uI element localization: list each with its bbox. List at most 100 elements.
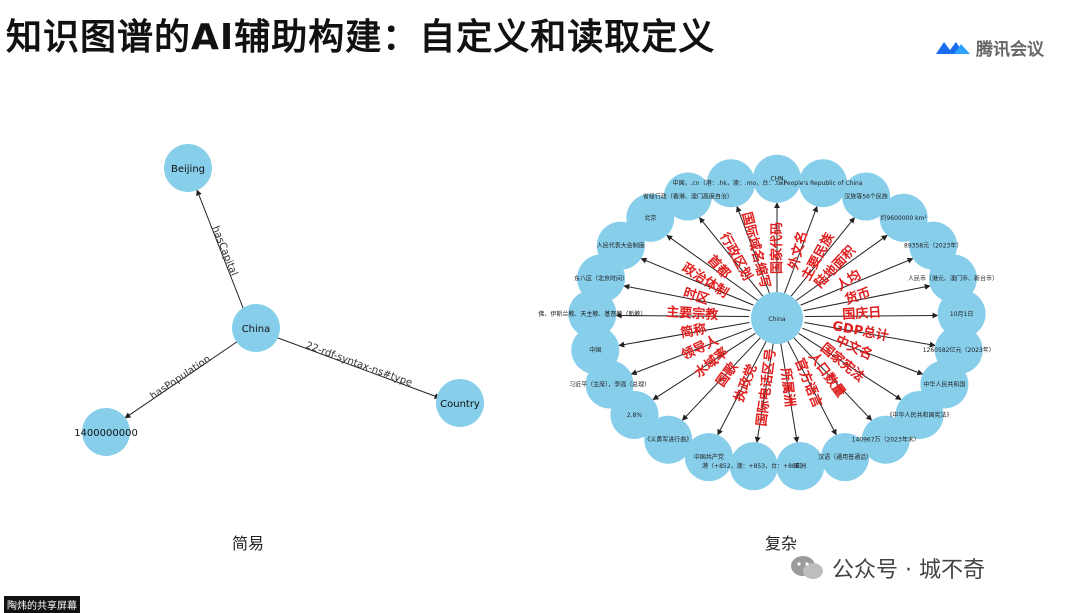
complex-edge <box>640 257 754 306</box>
complex-edge <box>754 341 774 443</box>
complex-edge <box>681 337 761 421</box>
complex-edge <box>630 327 752 376</box>
complex-node-label: 140967万（2023年末） <box>852 436 920 444</box>
complex-edge <box>666 234 759 301</box>
node-label-china: China <box>242 324 271 335</box>
complex-edge <box>795 234 888 301</box>
complex-node-label: 中华人民共和国 <box>923 380 965 388</box>
complex-node-label: 习近平（主席），李强（总理） <box>569 380 650 388</box>
complex-node-label: 1260582亿元（2023年） <box>923 346 995 354</box>
complex-node-label: 中国，.cn（港：.hk，澳：.mo，台：.tw） <box>673 179 790 187</box>
edge-china-population <box>124 334 248 419</box>
complex-edge <box>804 322 936 348</box>
complex-node-label: 人民代表大会制度 <box>597 242 645 250</box>
complex-node-label: 2.8% <box>627 412 643 419</box>
complex-node <box>937 289 986 338</box>
complex-node-label: 89358元（2023年） <box>904 242 962 250</box>
complex-edge <box>804 312 939 319</box>
complex-node-label: 人民币（港元、澳门币、新台币） <box>908 274 998 282</box>
logo-text: 腾讯会议 <box>976 40 1044 60</box>
complex-node <box>684 433 733 482</box>
edge-china-beijing <box>196 189 248 319</box>
complex-node-label: 港（+852，澳：+853，台：+886） <box>702 462 805 470</box>
complex-edge <box>798 332 902 401</box>
caption-complex: 复杂 <box>765 534 798 553</box>
complex-edge <box>717 340 768 436</box>
complex-node-label: 东八区（北京时间） <box>574 274 628 282</box>
edge-label-rdf-type: 22-rdf-syntax-ns#type <box>304 340 413 389</box>
complex-node-label: 《义勇军进行曲》 <box>644 436 692 444</box>
complex-edge-label: 国庆日 <box>842 304 882 322</box>
complex-edge <box>790 217 855 298</box>
complex-node-label: 中国 <box>589 346 601 354</box>
complex-node <box>821 433 870 482</box>
complex-node-label: 汉语（通用普通话） <box>818 453 872 461</box>
complex-edge <box>793 337 873 421</box>
complex-node-label: CHN <box>770 176 783 183</box>
simple-graph: hasCapital hasPopulation 22-rdf-syntax-n… <box>74 144 484 456</box>
complex-edge <box>800 257 914 306</box>
node-beijing <box>164 144 212 192</box>
edge-label-has-capital: hasCapital <box>209 225 239 278</box>
complex-node-label: 汉族等56个民族 <box>844 193 888 201</box>
node-population <box>82 408 130 456</box>
complex-edge-label: 简称 <box>679 321 708 342</box>
complex-edge <box>736 205 771 295</box>
complex-edge <box>786 340 837 436</box>
complex-node <box>663 172 712 221</box>
complex-edge-label: 国际电话区号 <box>754 348 780 427</box>
caption-simple: 简易 <box>232 534 265 553</box>
complex-node <box>706 159 755 208</box>
complex-node-label: People's Republic of China <box>784 180 863 187</box>
complex-edge <box>780 341 800 443</box>
complex-edge <box>802 327 924 376</box>
complex-center-label: China <box>768 316 785 323</box>
complex-node <box>729 442 778 491</box>
complex-node <box>571 326 620 375</box>
complex-node-label: 亚洲 <box>794 463 806 470</box>
complex-edge <box>615 312 750 319</box>
node-label-population: 1400000000 <box>74 428 138 439</box>
node-country <box>436 379 484 427</box>
tencent-meeting-icon <box>936 41 970 54</box>
complex-node <box>626 193 675 242</box>
node-china <box>232 304 280 352</box>
edge-label-has-population: hasPopulation <box>148 354 212 402</box>
complex-edge-label: 所属洲 <box>777 367 798 408</box>
complex-edge <box>783 205 818 295</box>
complex-center-node <box>751 292 803 344</box>
watermark-text: 公众号 · 城不奇 <box>832 558 985 583</box>
wechat-watermark: 公众号 · 城不奇 <box>790 552 985 584</box>
screen-share-label: 陶炜的共享屏幕 <box>4 596 80 613</box>
complex-node <box>842 172 891 221</box>
complex-edge-label: 货币 <box>843 285 873 308</box>
page-title: 知识图谱的AI辅助构建：自定义和读取定义 <box>6 17 716 58</box>
complex-node-label: 佛、伊斯兰教、天主教、基督教（新教） <box>538 310 646 318</box>
complex-node-label: 《中华人民共和国宪法》 <box>887 411 953 419</box>
complex-node <box>895 390 944 439</box>
complex-node-label: 约9600000 km² <box>880 214 927 222</box>
complex-node-label: 省级行政（香港、澳门高度自治） <box>643 193 733 201</box>
edge-china-country <box>269 334 441 399</box>
complex-node-label: 北京 <box>644 214 656 222</box>
complex-edge-label: 时区 <box>681 285 711 308</box>
complex-edge-label: 国家代码 <box>769 222 785 274</box>
complex-edge <box>618 322 750 348</box>
complex-node <box>776 442 825 491</box>
complex-node <box>644 415 693 464</box>
node-label-beijing: Beijing <box>171 164 205 175</box>
complex-edge <box>623 283 751 312</box>
complex-node <box>753 154 801 203</box>
complex-edge <box>652 332 756 401</box>
complex-node-label: 中国共产党 <box>694 453 724 461</box>
wechat-icon <box>791 556 823 579</box>
tencent-meeting-logo: 腾讯会议 <box>934 35 1044 60</box>
complex-edge-label: 主要宗教 <box>666 304 720 323</box>
node-label-country: Country <box>440 399 480 410</box>
complex-node <box>861 415 910 464</box>
complex-edge <box>699 217 764 298</box>
complex-node-label: 10月1日 <box>950 311 973 318</box>
complex-node <box>799 159 848 208</box>
